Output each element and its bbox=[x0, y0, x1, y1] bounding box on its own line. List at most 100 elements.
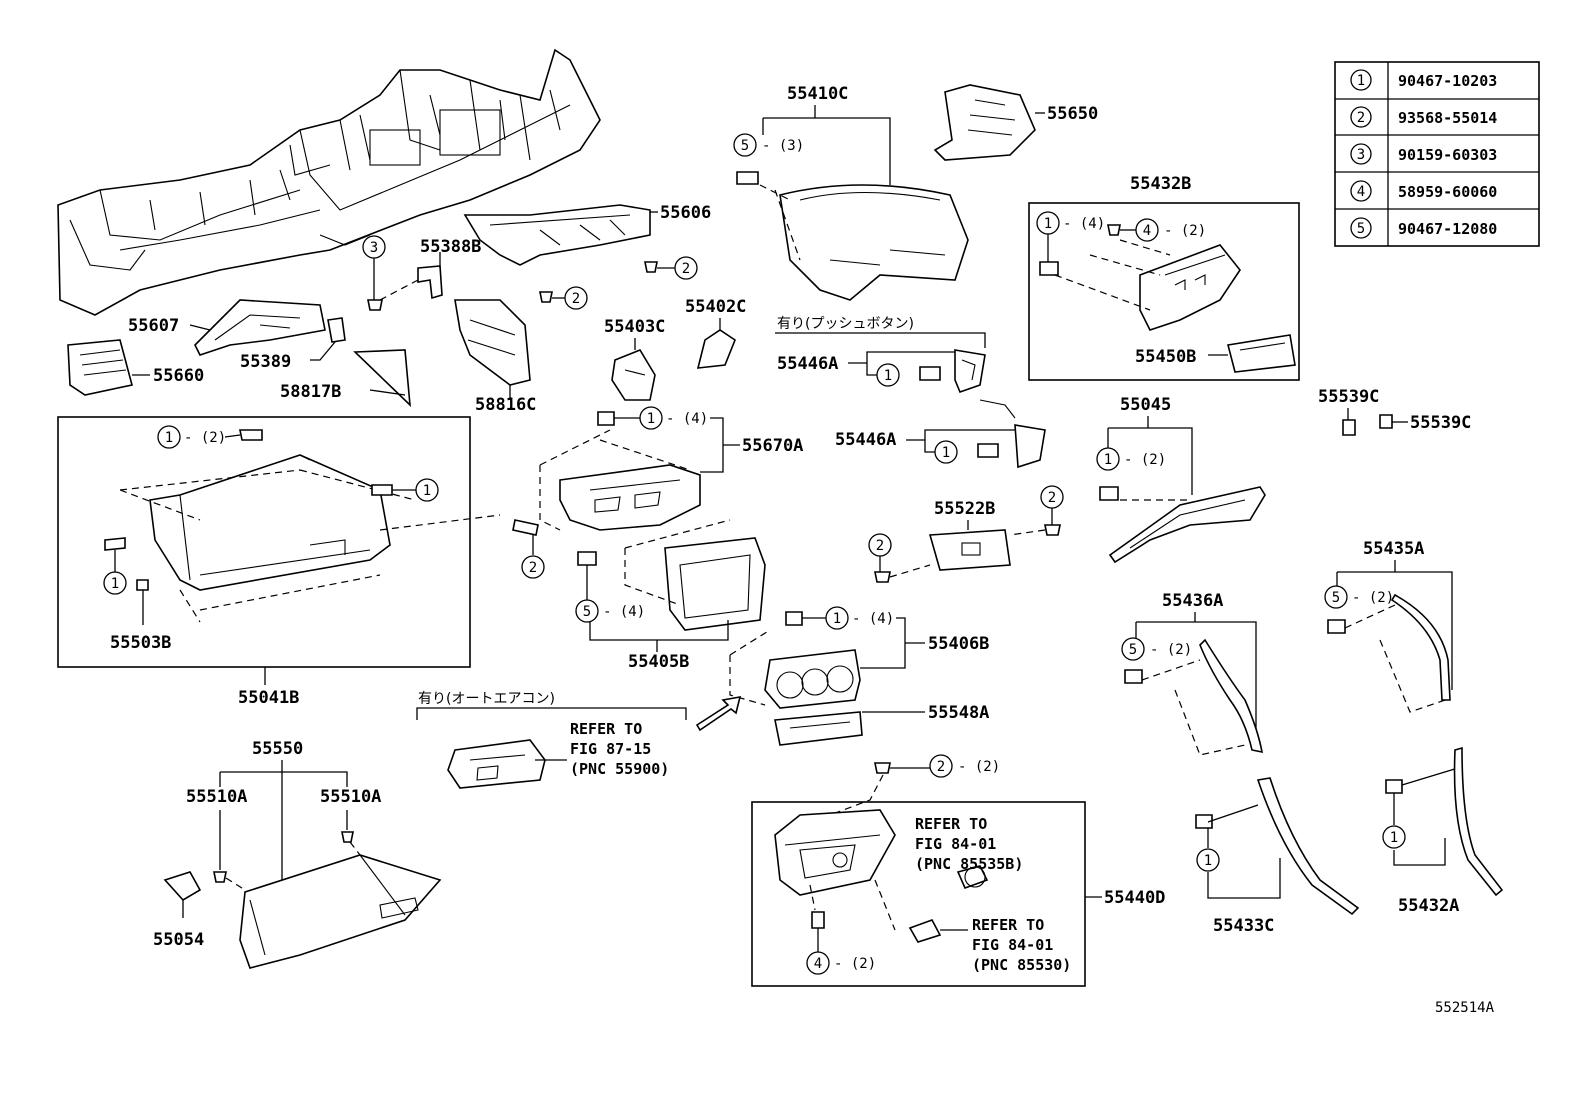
svg-text:1: 1 bbox=[884, 368, 892, 384]
svg-text:1: 1 bbox=[647, 411, 655, 427]
svg-text:5: 5 bbox=[1332, 590, 1340, 606]
table-row: 1 90467-10203 bbox=[1350, 69, 1497, 91]
label-55402C: 55402C bbox=[685, 297, 746, 317]
label-55433C: 55433C bbox=[1213, 916, 1274, 936]
group-auto-aircon: 有り(オートエアコン) REFER TO FIG 87-15 (PNC 5590… bbox=[416, 691, 742, 789]
label-55510A-2: 55510A bbox=[320, 787, 381, 807]
svg-text:1: 1 bbox=[833, 611, 841, 627]
label-55522B: 55522B bbox=[934, 499, 995, 519]
label-58817B: 58817B bbox=[280, 382, 341, 402]
svg-text:- (4): - (4) bbox=[852, 611, 894, 627]
svg-text:5: 5 bbox=[741, 138, 749, 154]
svg-text:- (4): - (4) bbox=[603, 604, 645, 620]
part-55436A: 55436A 5 - (2) bbox=[1121, 591, 1263, 756]
part-55403C: 55403C bbox=[604, 317, 665, 401]
svg-text:1: 1 bbox=[1204, 853, 1212, 869]
svg-text:1: 1 bbox=[1390, 830, 1398, 846]
part-55435A: 55435A 5 - (2) bbox=[1324, 539, 1453, 713]
svg-text:- (2): - (2) bbox=[1164, 223, 1206, 239]
svg-text:1: 1 bbox=[1357, 73, 1365, 89]
label-55440D: 55440D bbox=[1104, 888, 1165, 908]
ref-fig-84-01-a-line2: FIG 84-01 bbox=[915, 835, 996, 853]
diagram-id: 552514A bbox=[1435, 1000, 1495, 1016]
part-55550: 55550 55510A 55510A 55054 bbox=[153, 739, 442, 969]
svg-text:2: 2 bbox=[572, 291, 580, 307]
label-55436A: 55436A bbox=[1162, 591, 1223, 611]
ref-fig-87-15-line1: REFER TO bbox=[570, 720, 642, 738]
svg-text:- (4): - (4) bbox=[1063, 216, 1105, 232]
ref-fig-87-15-line2: FIG 87-15 bbox=[570, 740, 651, 758]
label-55432A: 55432A bbox=[1398, 896, 1459, 916]
table-row: 4 58959-60060 bbox=[1350, 180, 1497, 202]
label-55670A: 55670A bbox=[742, 436, 803, 456]
label-55650: 55650 bbox=[1047, 104, 1098, 124]
part-55432A: 1 55432A bbox=[1382, 746, 1504, 916]
svg-text:2: 2 bbox=[682, 261, 690, 277]
label-55539C-2: 55539C bbox=[1410, 413, 1471, 433]
part-55405B: 5 - (4) 55405B bbox=[575, 519, 766, 672]
label-55446A-2: 55446A bbox=[835, 430, 896, 450]
label-55510A-1: 55510A bbox=[186, 787, 247, 807]
label-55548A: 55548A bbox=[928, 703, 989, 723]
label-55607: 55607 bbox=[128, 316, 179, 336]
svg-text:1: 1 bbox=[942, 445, 950, 461]
part-55548A: 55548A bbox=[774, 703, 989, 746]
part-55539C: 55539C 55539C bbox=[1318, 387, 1471, 436]
label-55403C: 55403C bbox=[604, 317, 665, 337]
label-55432B: 55432B bbox=[1130, 174, 1191, 194]
label-55450B: 55450B bbox=[1135, 347, 1196, 367]
label-55660: 55660 bbox=[153, 366, 204, 386]
label-55606: 55606 bbox=[660, 203, 711, 223]
svg-text:5: 5 bbox=[1357, 221, 1365, 237]
label-55435A: 55435A bbox=[1363, 539, 1424, 559]
part-55607: 55607 bbox=[128, 299, 326, 356]
ref-fig-84-01-b-line3: (PNC 85530) bbox=[972, 956, 1071, 974]
svg-text:- (2): - (2) bbox=[834, 956, 876, 972]
label-58816C: 58816C bbox=[475, 395, 536, 415]
ref-fig-84-01-a-line1: REFER TO bbox=[915, 815, 987, 833]
label-55410C: 55410C bbox=[787, 84, 848, 104]
ref-fig-87-15-line3: (PNC 55900) bbox=[570, 760, 669, 778]
note-push-button: 有り(プッシュボタン) bbox=[777, 316, 914, 332]
svg-text:5: 5 bbox=[583, 604, 591, 620]
part-glovebox-door: 1 - (2) 1 1 55503B bbox=[103, 425, 501, 653]
svg-text:- (2): - (2) bbox=[1150, 642, 1192, 658]
ref-fig-84-01-a-line3: (PNC 85535B) bbox=[915, 855, 1023, 873]
svg-text:2: 2 bbox=[529, 560, 537, 576]
svg-text:- (3): - (3) bbox=[762, 138, 804, 154]
part-55389: 55389 bbox=[240, 317, 346, 372]
part-55432B: 55432B 1 - (4) 4 - (2) 55450B bbox=[1028, 174, 1300, 381]
label-55405B: 55405B bbox=[628, 652, 689, 672]
label-55041B: 55041B bbox=[238, 688, 299, 708]
screw-callouts-55606: 2 2 bbox=[539, 256, 698, 310]
svg-text:- (2): - (2) bbox=[958, 759, 1000, 775]
part-55388B: 55388B 3 bbox=[362, 235, 481, 311]
label-55388B: 55388B bbox=[420, 237, 481, 257]
ref-fig-84-01-b-line2: FIG 84-01 bbox=[972, 936, 1053, 954]
label-55045: 55045 bbox=[1120, 395, 1171, 415]
svg-text:90159-60303: 90159-60303 bbox=[1398, 146, 1497, 164]
part-55606: 55606 bbox=[463, 203, 711, 266]
ref-fig-84-01-b-line1: REFER TO bbox=[972, 916, 1044, 934]
note-auto-aircon: 有り(オートエアコン) bbox=[418, 691, 555, 707]
label-55054: 55054 bbox=[153, 930, 204, 950]
instrument-panel-frame bbox=[57, 48, 601, 316]
part-58816C: 58816C bbox=[454, 299, 536, 415]
label-55389: 55389 bbox=[240, 352, 291, 372]
svg-text:1: 1 bbox=[1044, 216, 1052, 232]
svg-text:2: 2 bbox=[876, 538, 884, 554]
part-55670A: 1 - (4) 55670A bbox=[539, 406, 803, 531]
group-box-55041B bbox=[57, 416, 471, 668]
svg-text:- (2): - (2) bbox=[1124, 452, 1166, 468]
svg-text:1: 1 bbox=[423, 483, 431, 499]
svg-text:90467-10203: 90467-10203 bbox=[1398, 72, 1497, 90]
svg-text:4: 4 bbox=[814, 956, 822, 972]
label-55550: 55550 bbox=[252, 739, 303, 759]
svg-text:4: 4 bbox=[1357, 184, 1365, 200]
svg-text:2: 2 bbox=[937, 759, 945, 775]
svg-text:4: 4 bbox=[1143, 223, 1151, 239]
svg-text:93568-55014: 93568-55014 bbox=[1398, 109, 1497, 127]
fastener-table: 1 90467-10203 2 93568-55014 3 90159-6030… bbox=[1334, 61, 1540, 247]
label-55503B: 55503B bbox=[110, 633, 171, 653]
